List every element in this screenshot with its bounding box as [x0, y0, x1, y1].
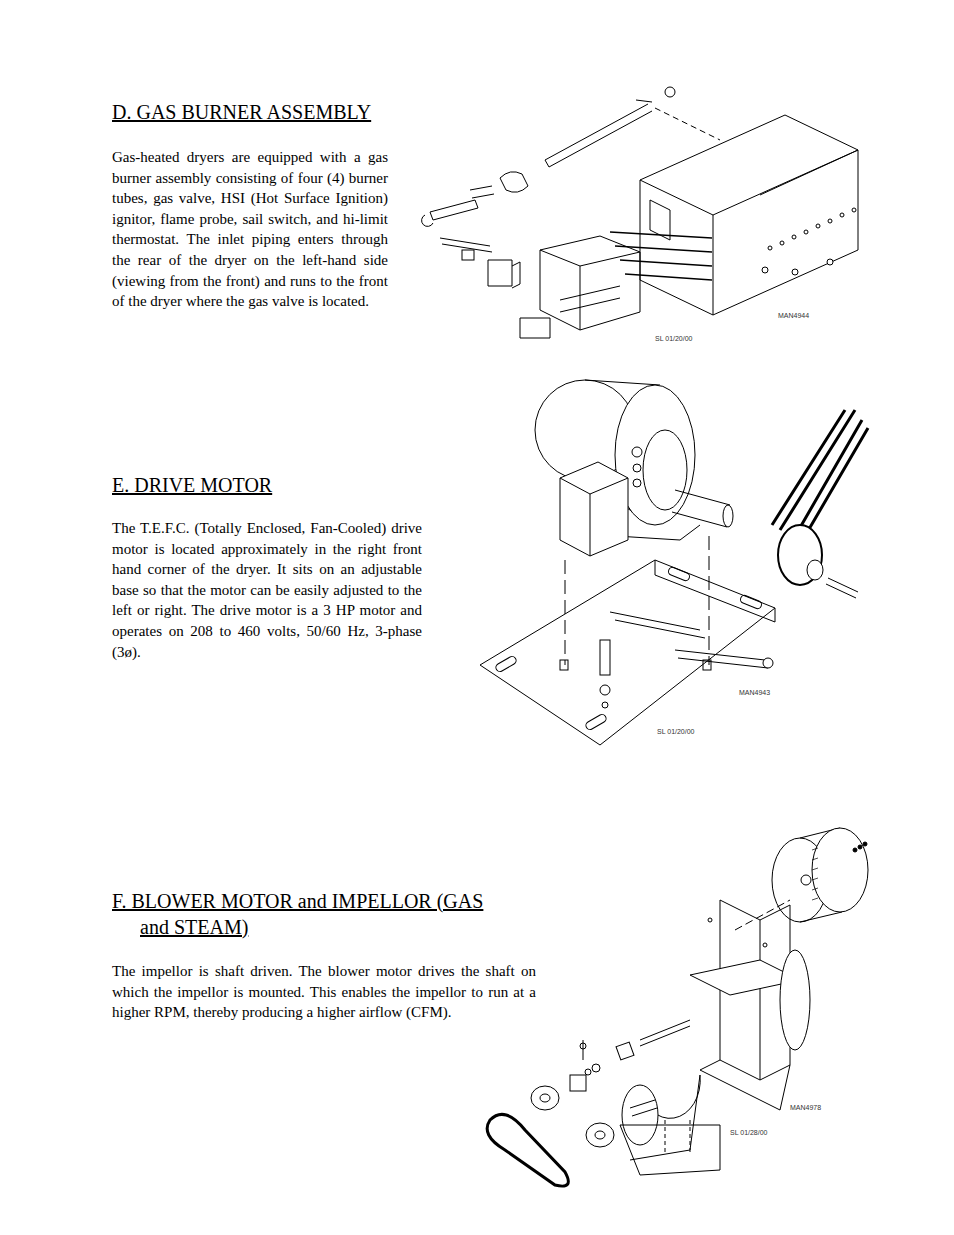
drawing-number: MAN4943 [739, 688, 770, 697]
drawing-date: SL 01/28/00 [730, 1128, 768, 1137]
drawing-number: MAN4978 [790, 1103, 821, 1112]
section-body: The T.E.F.C. (Totally Enclosed, Fan-Cool… [112, 518, 422, 662]
drive-motor-illustration [480, 380, 868, 745]
blower-illustration [487, 828, 868, 1186]
drawing-number: MAN4944 [778, 311, 809, 320]
section-heading: D. GAS BURNER ASSEMBLY [112, 99, 412, 125]
section-body: The impellor is shaft driven. The blower… [112, 961, 536, 1023]
section-heading: F. BLOWER MOTOR and IMPELLOR (GAS and ST… [112, 888, 512, 940]
drawing-date: SL 01/20/00 [657, 727, 695, 736]
drawing-date: SL 01/20/00 [655, 334, 693, 343]
section-heading: E. DRIVE MOTOR [112, 472, 412, 498]
gas-burner-illustration [422, 87, 858, 338]
section-body: Gas-heated dryers are equipped with a ga… [112, 147, 388, 312]
